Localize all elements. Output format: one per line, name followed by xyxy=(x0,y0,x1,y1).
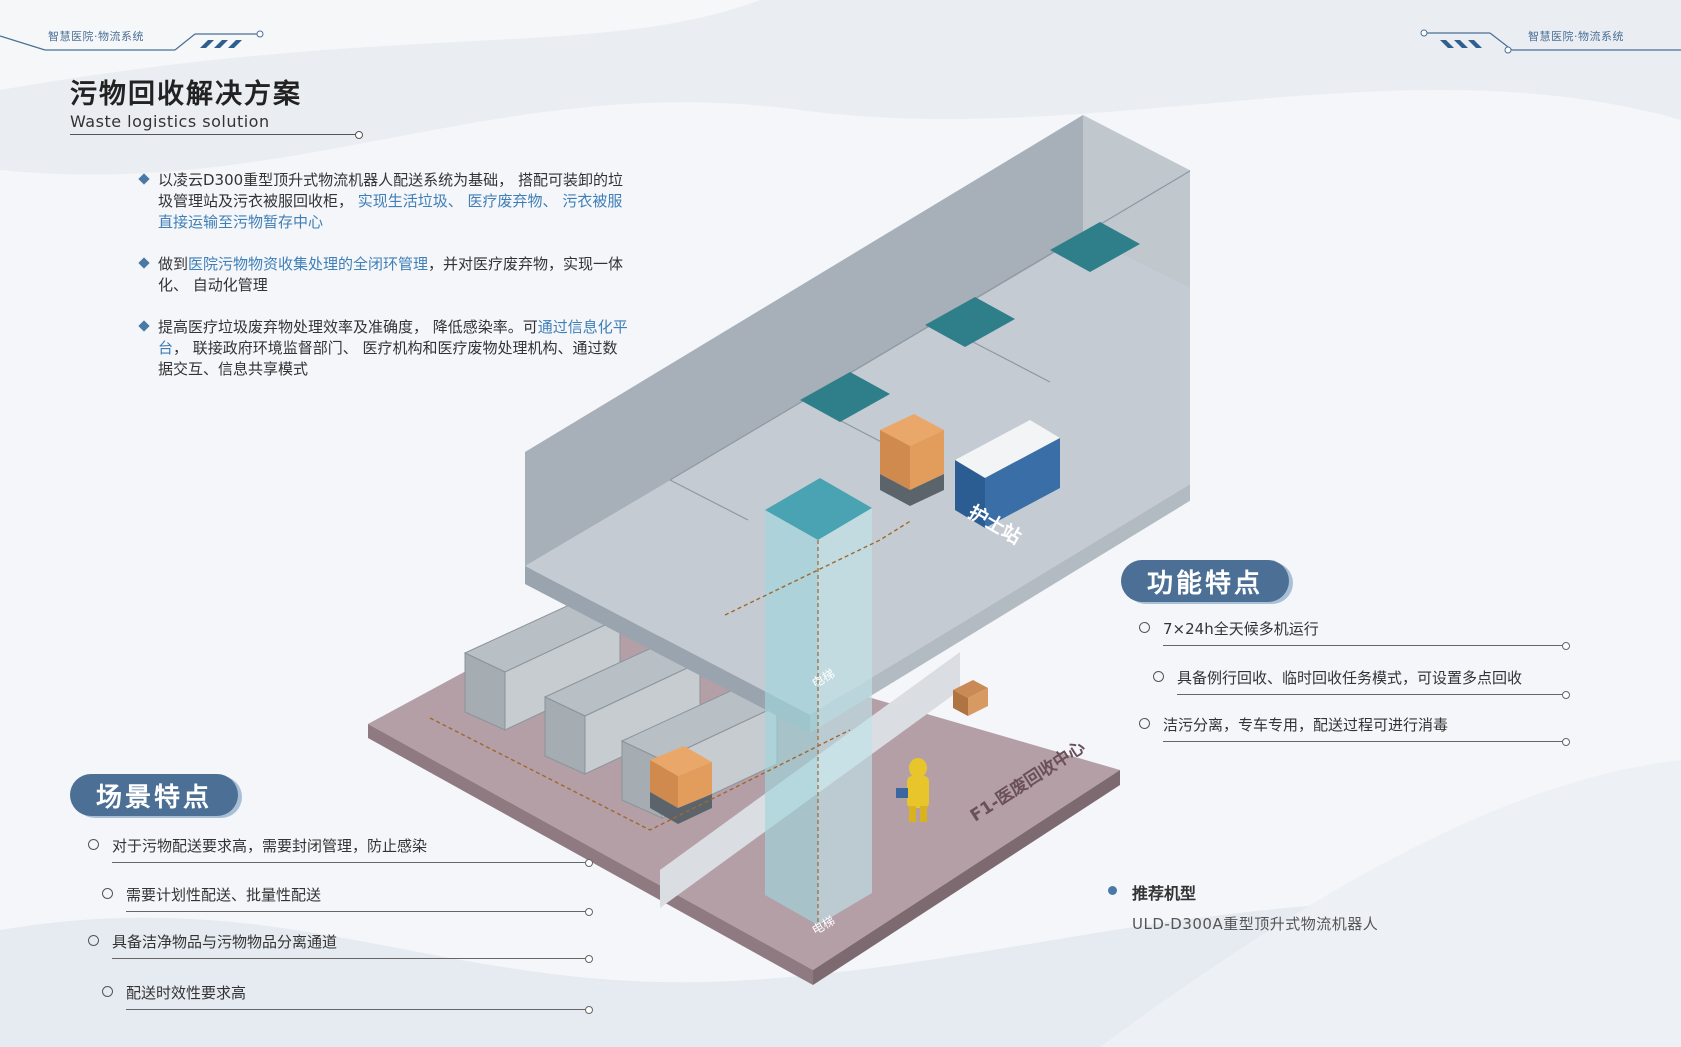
intro-2-highlight: 医院污物物资收集处理的全闭环管理 xyxy=(188,255,429,273)
item-underline-dot xyxy=(1562,738,1570,746)
intro-paragraph-2: 做到医院污物物资收集处理的全闭环管理，并对医疗废弃物，实现一体化、 自动化管理 xyxy=(138,254,630,296)
scene-feature-text: 对于污物配送要求高，需要封闭管理，防止感染 xyxy=(112,837,428,855)
intro-1-highlight: 实现生活垃圾、 医疗废弃物、 污衣被服直接运输至污物暂存中心 xyxy=(158,192,623,231)
intro-3-highlight: 通过信息化平台 xyxy=(158,318,628,357)
intro-paragraph-3: 提高医疗垃圾废弃物处理效率及准确度， 降低感染率。可通过信息化平台， 联接政府环… xyxy=(138,317,630,380)
function-feature-text: 7×24h全天候多机运行 xyxy=(1163,620,1319,638)
recommend-bullet-icon xyxy=(1108,886,1117,895)
item-underline xyxy=(126,1009,586,1010)
storage-cabinets xyxy=(463,599,779,819)
function-feature-text: 具备例行回收、临时回收任务模式，可设置多点回收 xyxy=(1177,669,1523,687)
item-underline-dot xyxy=(585,859,593,867)
circle-bullet-icon xyxy=(1139,718,1150,729)
intro-text-3: 提高医疗垃圾废弃物处理效率及准确度， 降低感染率。可通过信息化平台， 联接政府环… xyxy=(158,317,630,380)
scene-feature-text: 具备洁净物品与污物物品分离通道 xyxy=(112,933,338,951)
intro-text-2: 做到医院污物物资收集处理的全闭环管理，并对医疗废弃物，实现一体化、 自动化管理 xyxy=(158,254,630,296)
item-underline xyxy=(1177,694,1563,695)
ground-robot xyxy=(650,746,712,824)
header-tag-left: 智慧医院·物流系统 xyxy=(48,30,144,43)
diamond-bullet-icon xyxy=(138,173,150,185)
circle-bullet-icon xyxy=(1153,671,1164,682)
item-underline xyxy=(112,862,586,863)
upper-floor-back-wall xyxy=(525,115,1083,574)
item-underline-dot xyxy=(585,908,593,916)
intro-2-segment-1: 做到 xyxy=(158,255,189,273)
upper-floor-slab xyxy=(525,236,1190,715)
circle-bullet-icon xyxy=(1139,622,1150,633)
circle-bullet-icon xyxy=(102,986,113,997)
circle-bullet-icon xyxy=(88,935,99,946)
item-underline xyxy=(1163,741,1563,742)
scene-features-heading: 场景特点 xyxy=(70,774,238,816)
patient-beds xyxy=(800,222,1140,422)
upper-robot xyxy=(880,414,944,506)
recommend-model: ULD-D300A重型顶升式物流机器人 xyxy=(1132,915,1379,933)
robot-route-upper xyxy=(724,519,913,616)
page-subtitle: Waste logistics solution xyxy=(70,112,270,131)
circle-bullet-icon xyxy=(88,839,99,850)
intro-2-segment-3: ，并对医疗废弃物，实现一体化、 自动化管理 xyxy=(158,255,624,294)
recommend-title: 推荐机型 xyxy=(1132,884,1197,903)
small-shelves xyxy=(953,680,988,716)
title-underline xyxy=(70,134,358,135)
item-underline-dot xyxy=(1562,642,1570,650)
diamond-bullet-icon xyxy=(138,257,150,269)
function-feature-text: 洁污分离，专车专用，配送过程可进行消毒 xyxy=(1163,716,1449,734)
intro-paragraph-1: 以凌云D300重型顶升式物流机器人配送系统为基础， 搭配可装卸的垃圾管理站及污衣… xyxy=(138,170,630,233)
page-title: 污物回收解决方案 xyxy=(70,79,302,110)
header-tag-right: 智慧医院·物流系统 xyxy=(1528,30,1624,43)
item-underline-dot xyxy=(585,955,593,963)
item-underline-dot xyxy=(1562,691,1570,699)
intro-3-segment-3: ， 联接政府环境监督部门、 医疗机构和医疗废物处理机构、通过数据交互、信息共享模… xyxy=(158,339,618,378)
scene-feature-text: 需要计划性配送、批量性配送 xyxy=(126,886,322,904)
diamond-bullet-icon xyxy=(138,320,150,332)
item-underline xyxy=(126,911,586,912)
intro-3-segment-1: 提高医疗垃圾废弃物处理效率及准确度， 降低感染率。可 xyxy=(158,318,538,336)
item-underline xyxy=(1163,645,1563,646)
title-underline-dot xyxy=(355,131,363,139)
hazmat-worker xyxy=(896,758,929,822)
scene-feature-text: 配送时效性要求高 xyxy=(126,984,247,1002)
item-underline-dot xyxy=(585,1006,593,1014)
function-features-heading: 功能特点 xyxy=(1121,560,1289,602)
circle-bullet-icon xyxy=(102,888,113,899)
robot-route-lower xyxy=(429,717,851,831)
intro-text-1: 以凌云D300重型顶升式物流机器人配送系统为基础， 搭配可装卸的垃圾管理站及污衣… xyxy=(158,170,630,233)
elevator-shaft: 电梯 电梯 xyxy=(765,478,872,938)
item-underline xyxy=(112,958,586,959)
intro-1-segment-1: 以凌云D300重型顶升式物流机器人配送系统为基础， 搭配可装卸的垃圾管理站及污衣… xyxy=(158,171,623,210)
hospital-logistics-illustration: F1-医废回收中心 护士站 电梯 电梯 xyxy=(368,115,1190,985)
